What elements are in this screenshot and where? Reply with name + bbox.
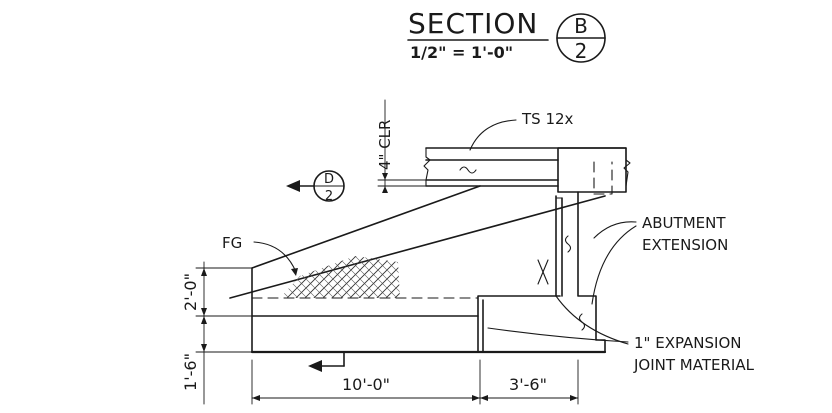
abutment-label-line1: ABUTMENT [642,214,726,232]
section-bubble-top: B [574,14,588,38]
ts-label-group: TS 12x [469,110,574,151]
ref-bubble-bottom: 2 [325,189,333,204]
hatched-fill [280,256,400,298]
approach-slab [229,185,607,354]
left-arrow-icon [308,360,322,372]
expansion-joint-group: 1" EXPANSION JOINT MATERIAL [487,259,755,374]
horizontal-dimensions: 10'-0" 3'-6" [251,359,579,405]
abutment-label-group: ABUTMENT EXTENSION [591,214,728,305]
bridge-deck [423,147,631,193]
abutment-extension [555,161,613,353]
fg-label: FG [222,234,242,252]
clearance-dimension: 4" CLR [376,99,427,193]
dim-2ft: 2'-0" [181,273,200,311]
section-bubble: B 2 [556,13,606,63]
dim-3ft6: 3'-6" [509,375,547,394]
dim-10ft: 10'-0" [342,375,390,394]
dim-1ft6: 1'-6" [181,353,200,391]
section-title: SECTION 1/2" = 1'-0" B 2 [407,7,606,63]
section-title-text: SECTION [408,7,538,40]
ref-arrow-icon [286,180,300,192]
expansion-label-line2: JOINT MATERIAL [633,356,755,374]
section-bubble-bottom: 2 [575,39,588,63]
ts-label: TS 12x [521,110,574,128]
section-scale-text: 1/2" = 1'-0" [410,43,513,62]
expansion-label-line1: 1" EXPANSION [634,334,742,352]
ref-bubble-top: D [324,172,334,187]
clearance-label: 4" CLR [376,120,394,170]
fg-label-group: FG [222,234,298,276]
vertical-dimensions: 2'-0" 1'-6" [181,261,253,405]
reference-marker: D 2 [286,170,345,204]
direction-arrow [308,351,345,372]
abutment-label-line2: EXTENSION [642,236,728,254]
